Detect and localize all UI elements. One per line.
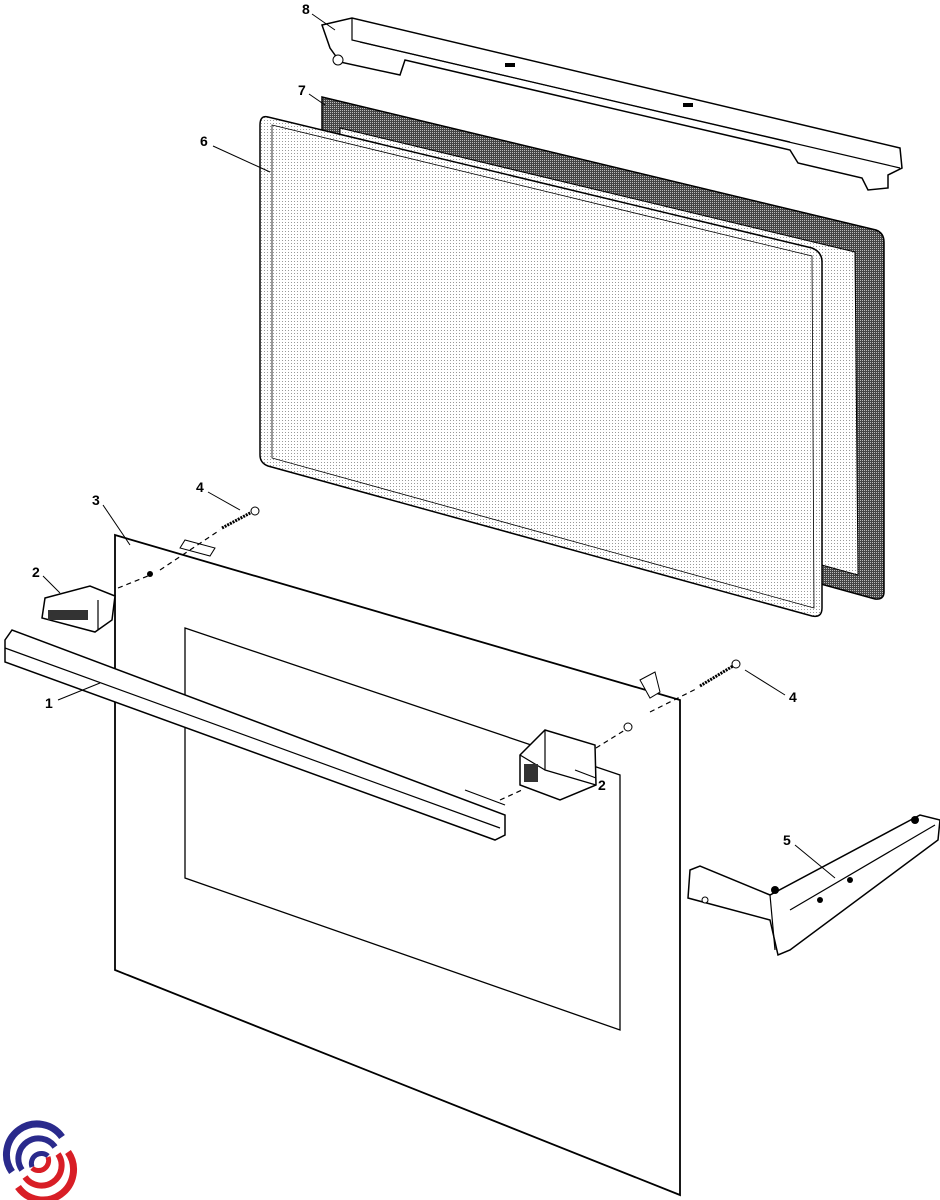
part-3-outer-door-panel[interactable]: [114, 533, 681, 1197]
brand-logo: [2, 1120, 78, 1200]
part-2-end-cap-left[interactable]: [41, 585, 116, 633]
label-part-2-right: 2: [598, 777, 606, 793]
part-4-screw-left[interactable]: [159, 506, 260, 571]
label-part-2-left: 2: [32, 564, 40, 580]
part-5-hinge[interactable]: [687, 814, 940, 957]
label-part-1: 1: [45, 695, 53, 711]
label-part-3: 3: [92, 492, 100, 508]
part-2-end-cap-right[interactable]: [499, 729, 626, 801]
part-1-handle[interactable]: [4, 629, 506, 841]
label-part-7: 7: [298, 82, 306, 98]
part-8-top-trim[interactable]: [321, 17, 903, 191]
part-4-screw-right[interactable]: [649, 659, 741, 713]
label-part-5: 5: [783, 832, 791, 848]
label-part-4-right: 4: [789, 689, 797, 705]
label-part-4-left: 4: [196, 479, 204, 495]
label-part-6: 6: [200, 133, 208, 149]
leader-lines: [42, 13, 836, 879]
part-6-inner-glass[interactable]: [259, 115, 823, 618]
label-part-8: 8: [302, 1, 310, 17]
